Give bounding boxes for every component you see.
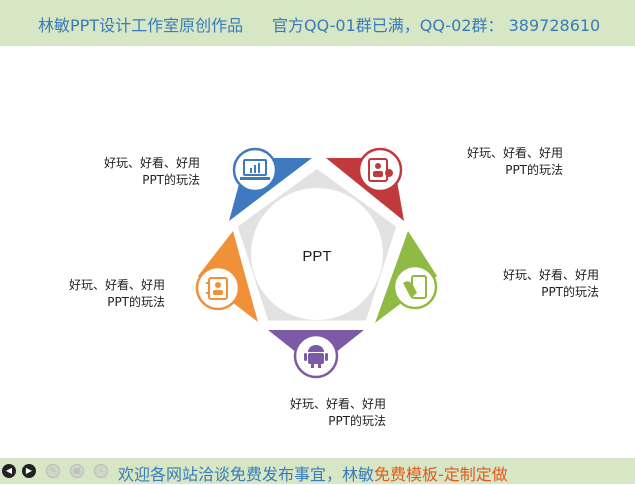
presentation-people-icon [357, 147, 403, 193]
center-circle [251, 188, 383, 320]
center-label: PPT [302, 248, 331, 265]
studio-title: 林敏PPT设计工作室原创作品 [38, 16, 244, 35]
qq-contact: 官方QQ-01群已满，QQ-02群： 389728610 [272, 16, 601, 35]
caption-green: 好玩、好看、好用 PPT的玩法 [503, 268, 600, 299]
zoom-icon[interactable]: ⌕ [94, 464, 108, 478]
monitor-chart-icon [232, 147, 278, 193]
android-icon [293, 333, 339, 379]
previous-slide-icon[interactable]: ◀ [2, 464, 16, 478]
slides-grid-icon[interactable]: ▦ [70, 464, 84, 478]
next-slide-icon[interactable]: ▶ [22, 464, 36, 478]
caption-red: 好玩、好看、好用 PPT的玩法 [467, 146, 564, 177]
pen-icon[interactable]: ✎ [46, 464, 60, 478]
footer-message: 欢迎各网站洽谈免费发布事宜，林敏免费模板-定制定做 [118, 465, 508, 484]
contact-book-icon [195, 265, 241, 311]
caption-orange: 好玩、好看、好用 PPT的玩法 [69, 278, 166, 309]
caption-purple: 好玩、好看、好用 PPT的玩法 [290, 397, 387, 428]
tablet-touch-icon [392, 264, 438, 310]
caption-blue: 好玩、好看、好用 PPT的玩法 [104, 156, 201, 187]
top-banner: 林敏PPT设计工作室原创作品 官方QQ-01群已满，QQ-02群： 389728… [0, 0, 635, 46]
bottom-banner: ◀ ▶ ✎ ▦ ⌕ 欢迎各网站洽谈免费发布事宜，林敏免费模板-定制定做 [0, 458, 635, 484]
